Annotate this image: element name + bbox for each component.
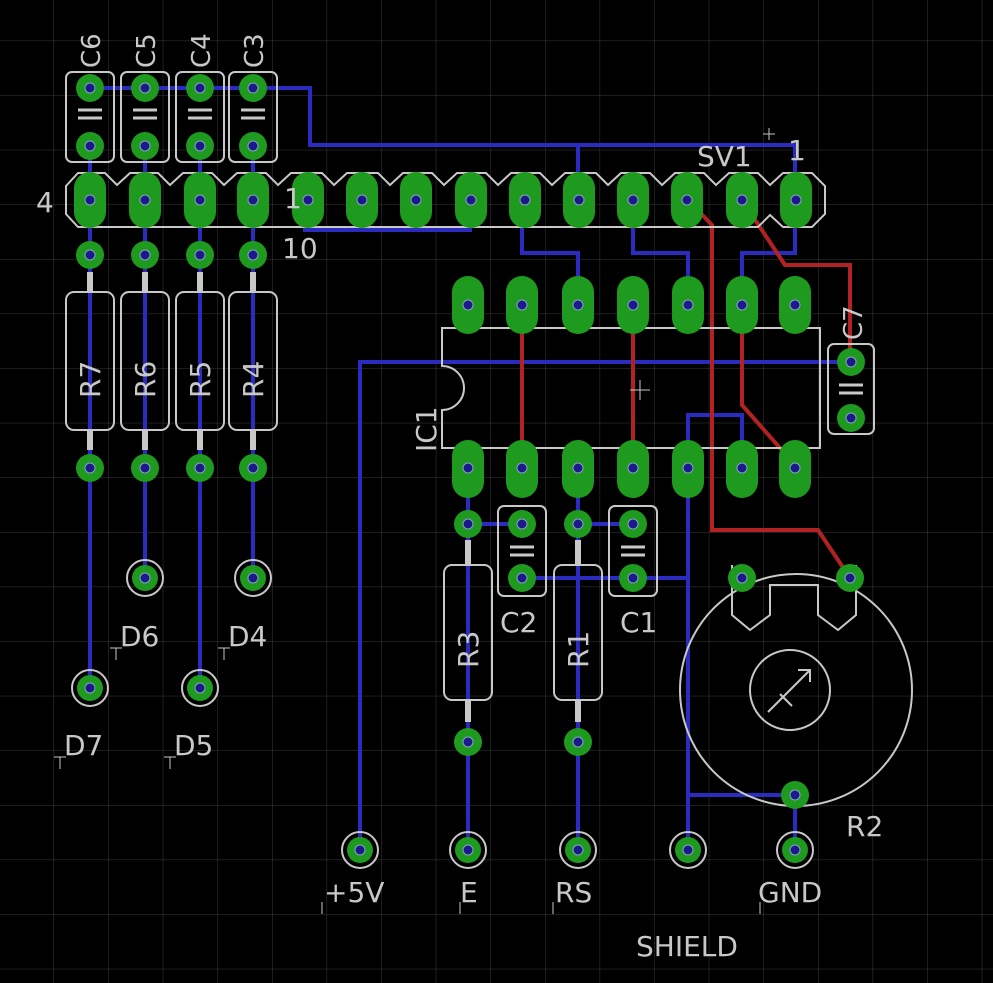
- label-sv1-pin1: 1: [788, 134, 806, 167]
- c1-outline: [608, 505, 658, 597]
- label-r7: R7: [74, 361, 107, 398]
- c5-outline: [120, 71, 170, 163]
- cap-plates: [78, 108, 863, 557]
- trace-red-c7: [740, 198, 852, 362]
- label-ic1: IC1: [410, 406, 443, 452]
- label-gnd: GND: [758, 876, 822, 909]
- trace-5v: [358, 360, 852, 852]
- labels: C6 C5 C4 C3 SV1 1 4 10 1 R7 R6 R5 R4 IC1…: [36, 33, 883, 963]
- c6-outline: [65, 71, 115, 163]
- label-r2: R2: [846, 810, 883, 843]
- r2-tabs: [731, 565, 857, 632]
- label-rs: RS: [555, 876, 592, 909]
- trace-red-r2: [686, 198, 852, 580]
- resistor-leads: [87, 272, 581, 722]
- label-sv1: SV1: [697, 140, 752, 173]
- label-e: E: [460, 876, 478, 909]
- label-shield: SHIELD: [636, 930, 738, 963]
- label-sv1-pin10: 10: [282, 232, 318, 265]
- label-d7: D7: [64, 729, 103, 762]
- label-d4: D4: [228, 620, 267, 653]
- ic1-outline: [441, 327, 821, 449]
- label-c7: C7: [839, 305, 869, 340]
- c4-outline: [175, 71, 225, 163]
- label-r1: R1: [562, 631, 595, 668]
- label-c2: C2: [500, 606, 537, 639]
- label-c4: C4: [187, 33, 217, 68]
- origin-marks: [54, 128, 775, 914]
- c2-outline: [497, 505, 547, 597]
- r2-knob: [749, 649, 831, 731]
- label-r4: R4: [237, 361, 270, 398]
- label-c3: C3: [240, 33, 270, 68]
- label-r6: R6: [129, 361, 162, 398]
- drill-holes: [84, 82, 857, 856]
- trace-cap-bus: [88, 86, 797, 197]
- label-d6: D6: [120, 620, 159, 653]
- sv1-outline: [65, 172, 826, 228]
- label-r3: R3: [452, 631, 485, 668]
- label-c5: C5: [132, 33, 162, 68]
- c7-outline: [827, 343, 875, 435]
- sv1-pads: [74, 172, 812, 228]
- c3-outline: [228, 71, 278, 163]
- label-c6: C6: [77, 33, 107, 68]
- label-plus5v: +5V: [324, 876, 384, 909]
- label-r5: R5: [184, 361, 217, 398]
- label-sv1-pin1-mid: 1: [284, 182, 302, 215]
- label-c1: C1: [620, 606, 657, 639]
- r2-arrow: [767, 669, 811, 713]
- label-d5: D5: [174, 729, 213, 762]
- label-sv1-pin4: 4: [36, 186, 54, 219]
